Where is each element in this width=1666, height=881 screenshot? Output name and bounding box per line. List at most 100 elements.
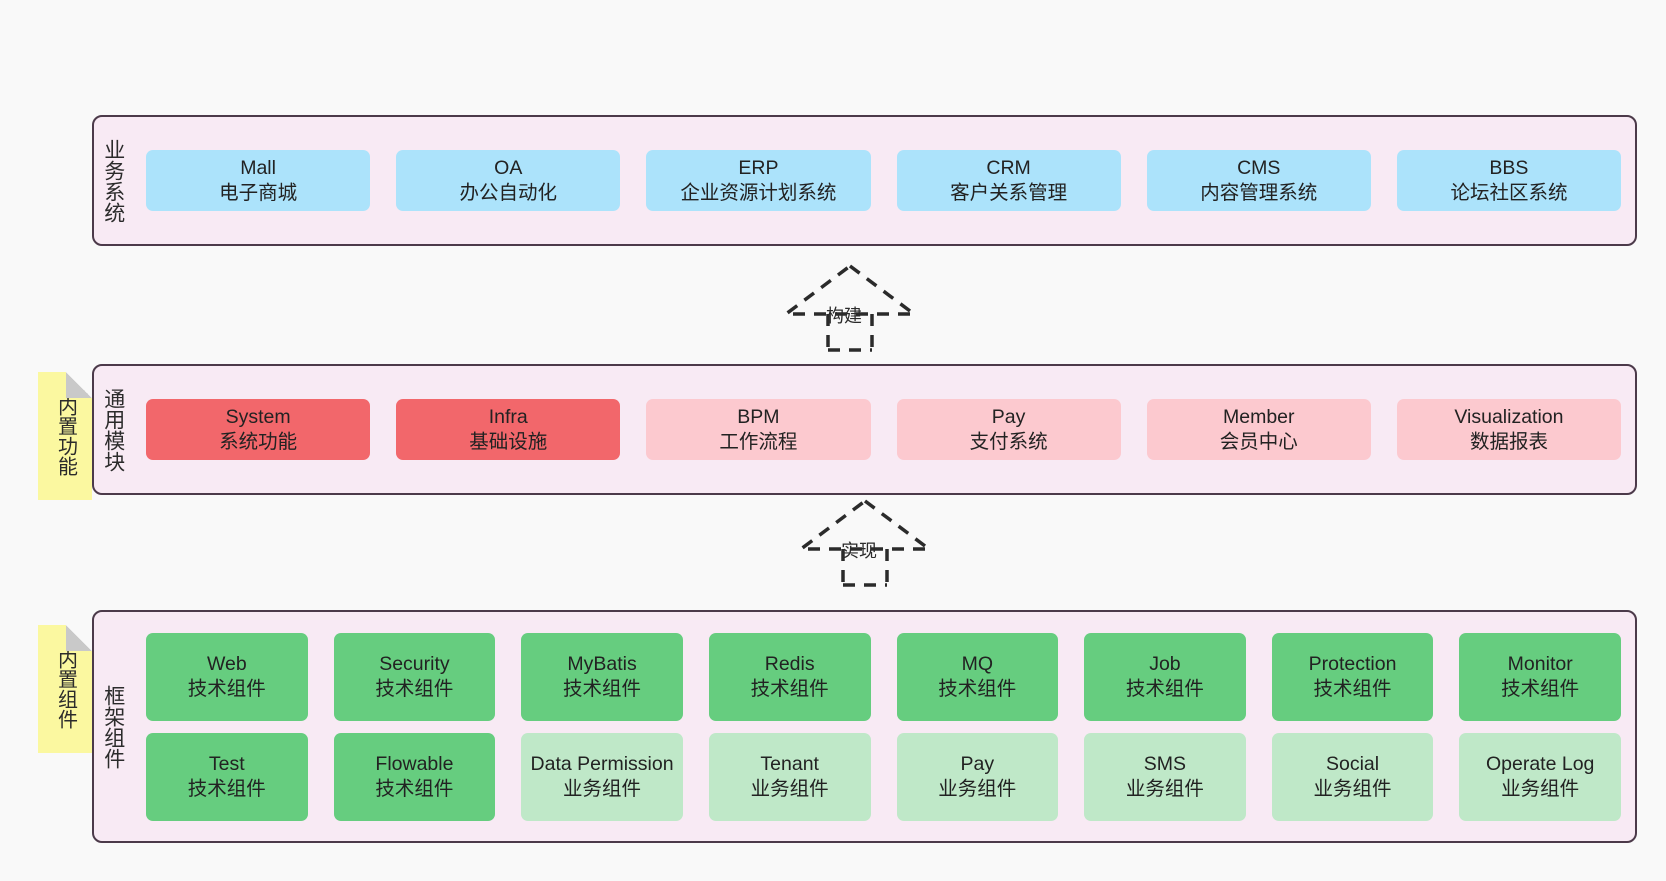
box-oa[interactable]: OA 办公自动化: [396, 150, 621, 211]
note-builtin-components: 内置组件: [38, 625, 92, 753]
connector-build: 构建: [780, 262, 920, 352]
box-member[interactable]: Member 会员中心: [1146, 399, 1371, 460]
box-subtitle: 业务组件: [1501, 777, 1580, 800]
row-common-modules: System 系统功能 Infra 基础设施 BPM 工作流程 Pay 支付系统…: [146, 399, 1622, 460]
row-business-components: Test 技术组件 Flowable 技术组件 Data Permission …: [146, 732, 1621, 821]
box-data-permission[interactable]: Data Permission 业务组件: [521, 732, 683, 821]
layer-common-module: 通用模块 System 系统功能 Infra 基础设施 BPM 工作流程 Pay…: [92, 364, 1637, 495]
box-title: Tenant: [760, 753, 819, 776]
box-title: System: [225, 406, 291, 429]
layer-body-business-system: Mall 电子商城 OA 办公自动化 ERP 企业资源计划系统 CRM 客户关系…: [132, 117, 1635, 244]
box-title: Redis: [764, 653, 815, 676]
box-monitor[interactable]: Monitor 技术组件: [1459, 632, 1621, 721]
box-test[interactable]: Test 技术组件: [146, 732, 308, 821]
box-title: Member: [1223, 406, 1295, 429]
box-title: Protection: [1308, 653, 1397, 676]
box-subtitle: 技术组件: [1313, 677, 1392, 700]
box-subtitle: 系统功能: [219, 430, 298, 453]
box-title: Monitor: [1507, 653, 1573, 676]
box-title: Data Permission: [530, 753, 674, 776]
box-subtitle: 技术组件: [1125, 677, 1204, 700]
layer-body-common-module: System 系统功能 Infra 基础设施 BPM 工作流程 Pay 支付系统…: [132, 366, 1635, 493]
box-infra[interactable]: Infra 基础设施: [396, 399, 621, 460]
box-crm[interactable]: CRM 客户关系管理: [896, 150, 1121, 211]
note-label: 内置功能: [54, 396, 77, 476]
box-subtitle: 业务组件: [750, 777, 829, 800]
box-pay-component[interactable]: Pay 业务组件: [896, 732, 1059, 821]
layer-body-framework-component: Web 技术组件 Security 技术组件 MyBatis 技术组件 Redi…: [132, 612, 1635, 841]
dashed-hollow-arrow-up-icon: [795, 498, 935, 587]
box-title: Job: [1149, 653, 1181, 676]
box-bpm[interactable]: BPM 工作流程: [646, 399, 871, 460]
box-subtitle: 企业资源计划系统: [680, 181, 837, 204]
box-title: ERP: [738, 157, 779, 180]
box-title: CMS: [1237, 157, 1281, 180]
box-subtitle: 业务组件: [938, 777, 1017, 800]
box-subtitle: 内容管理系统: [1200, 181, 1318, 204]
box-protection[interactable]: Protection 技术组件: [1271, 632, 1434, 721]
box-subtitle: 技术组件: [187, 677, 266, 700]
box-erp[interactable]: ERP 企业资源计划系统: [646, 150, 871, 211]
box-mq[interactable]: MQ 技术组件: [896, 632, 1059, 721]
box-title: BBS: [1489, 157, 1529, 180]
box-mall[interactable]: Mall 电子商城: [146, 150, 371, 211]
box-subtitle: 技术组件: [1501, 677, 1580, 700]
dashed-hollow-arrow-up-icon: [780, 263, 920, 352]
box-subtitle: 基础设施: [469, 430, 548, 453]
box-title: Test: [208, 753, 245, 776]
box-title: CRM: [986, 157, 1031, 180]
box-title: MQ: [961, 653, 994, 676]
box-title: OA: [494, 157, 523, 180]
box-subtitle: 技术组件: [938, 677, 1017, 700]
box-title: Web: [206, 653, 247, 676]
note-label: 内置组件: [54, 649, 77, 729]
box-subtitle: 办公自动化: [459, 181, 558, 204]
box-subtitle: 支付系统: [969, 430, 1048, 453]
box-mybatis[interactable]: MyBatis 技术组件: [521, 632, 683, 721]
box-sms[interactable]: SMS 业务组件: [1084, 732, 1246, 821]
box-title: SMS: [1143, 753, 1187, 776]
box-subtitle: 电子商城: [219, 181, 298, 204]
box-subtitle: 论坛社区系统: [1450, 181, 1568, 204]
note-builtin-features: 内置功能: [38, 372, 92, 500]
row-tech-components: Web 技术组件 Security 技术组件 MyBatis 技术组件 Redi…: [146, 632, 1621, 721]
box-title: BPM: [737, 406, 780, 429]
box-subtitle: 会员中心: [1219, 430, 1298, 453]
connector-build-label: 构建: [826, 306, 862, 326]
box-social[interactable]: Social 业务组件: [1271, 732, 1434, 821]
box-redis[interactable]: Redis 技术组件: [708, 632, 871, 721]
box-title: Social: [1326, 753, 1380, 776]
box-subtitle: 数据报表: [1469, 430, 1548, 453]
box-subtitle: 技术组件: [187, 777, 266, 800]
box-title: Pay: [991, 406, 1026, 429]
box-title: Infra: [488, 406, 528, 429]
box-flowable[interactable]: Flowable 技术组件: [333, 732, 496, 821]
box-bbs[interactable]: BBS 论坛社区系统: [1396, 150, 1622, 211]
box-operate-log[interactable]: Operate Log 业务组件: [1459, 732, 1621, 821]
box-pay-module[interactable]: Pay 支付系统: [896, 399, 1121, 460]
layer-framework-component: 框架组件 Web 技术组件 Security 技术组件 MyBatis 技术组件…: [92, 610, 1637, 843]
box-subtitle: 技术组件: [375, 677, 454, 700]
connector-implement: 实现: [795, 497, 935, 587]
box-subtitle: 业务组件: [563, 777, 642, 800]
box-tenant[interactable]: Tenant 业务组件: [708, 732, 871, 821]
box-web[interactable]: Web 技术组件: [146, 632, 308, 721]
box-security[interactable]: Security 技术组件: [333, 632, 496, 721]
box-system[interactable]: System 系统功能: [146, 399, 371, 460]
box-visualization[interactable]: Visualization 数据报表: [1396, 399, 1622, 460]
box-subtitle: 技术组件: [375, 777, 454, 800]
connector-implement-label: 实现: [841, 541, 877, 561]
box-job[interactable]: Job 技术组件: [1084, 632, 1246, 721]
box-subtitle: 业务组件: [1125, 777, 1204, 800]
box-subtitle: 工作流程: [719, 430, 798, 453]
box-cms[interactable]: CMS 内容管理系统: [1146, 150, 1371, 211]
box-subtitle: 客户关系管理: [950, 181, 1068, 204]
layer-title-business-system: 业务系统: [101, 138, 125, 223]
box-subtitle: 业务组件: [1313, 777, 1392, 800]
box-title: Pay: [960, 753, 995, 776]
box-subtitle: 技术组件: [563, 677, 642, 700]
box-title: Mall: [240, 157, 276, 180]
box-title: Operate Log: [1485, 753, 1595, 776]
layer-title-framework-component: 框架组件: [101, 684, 125, 769]
